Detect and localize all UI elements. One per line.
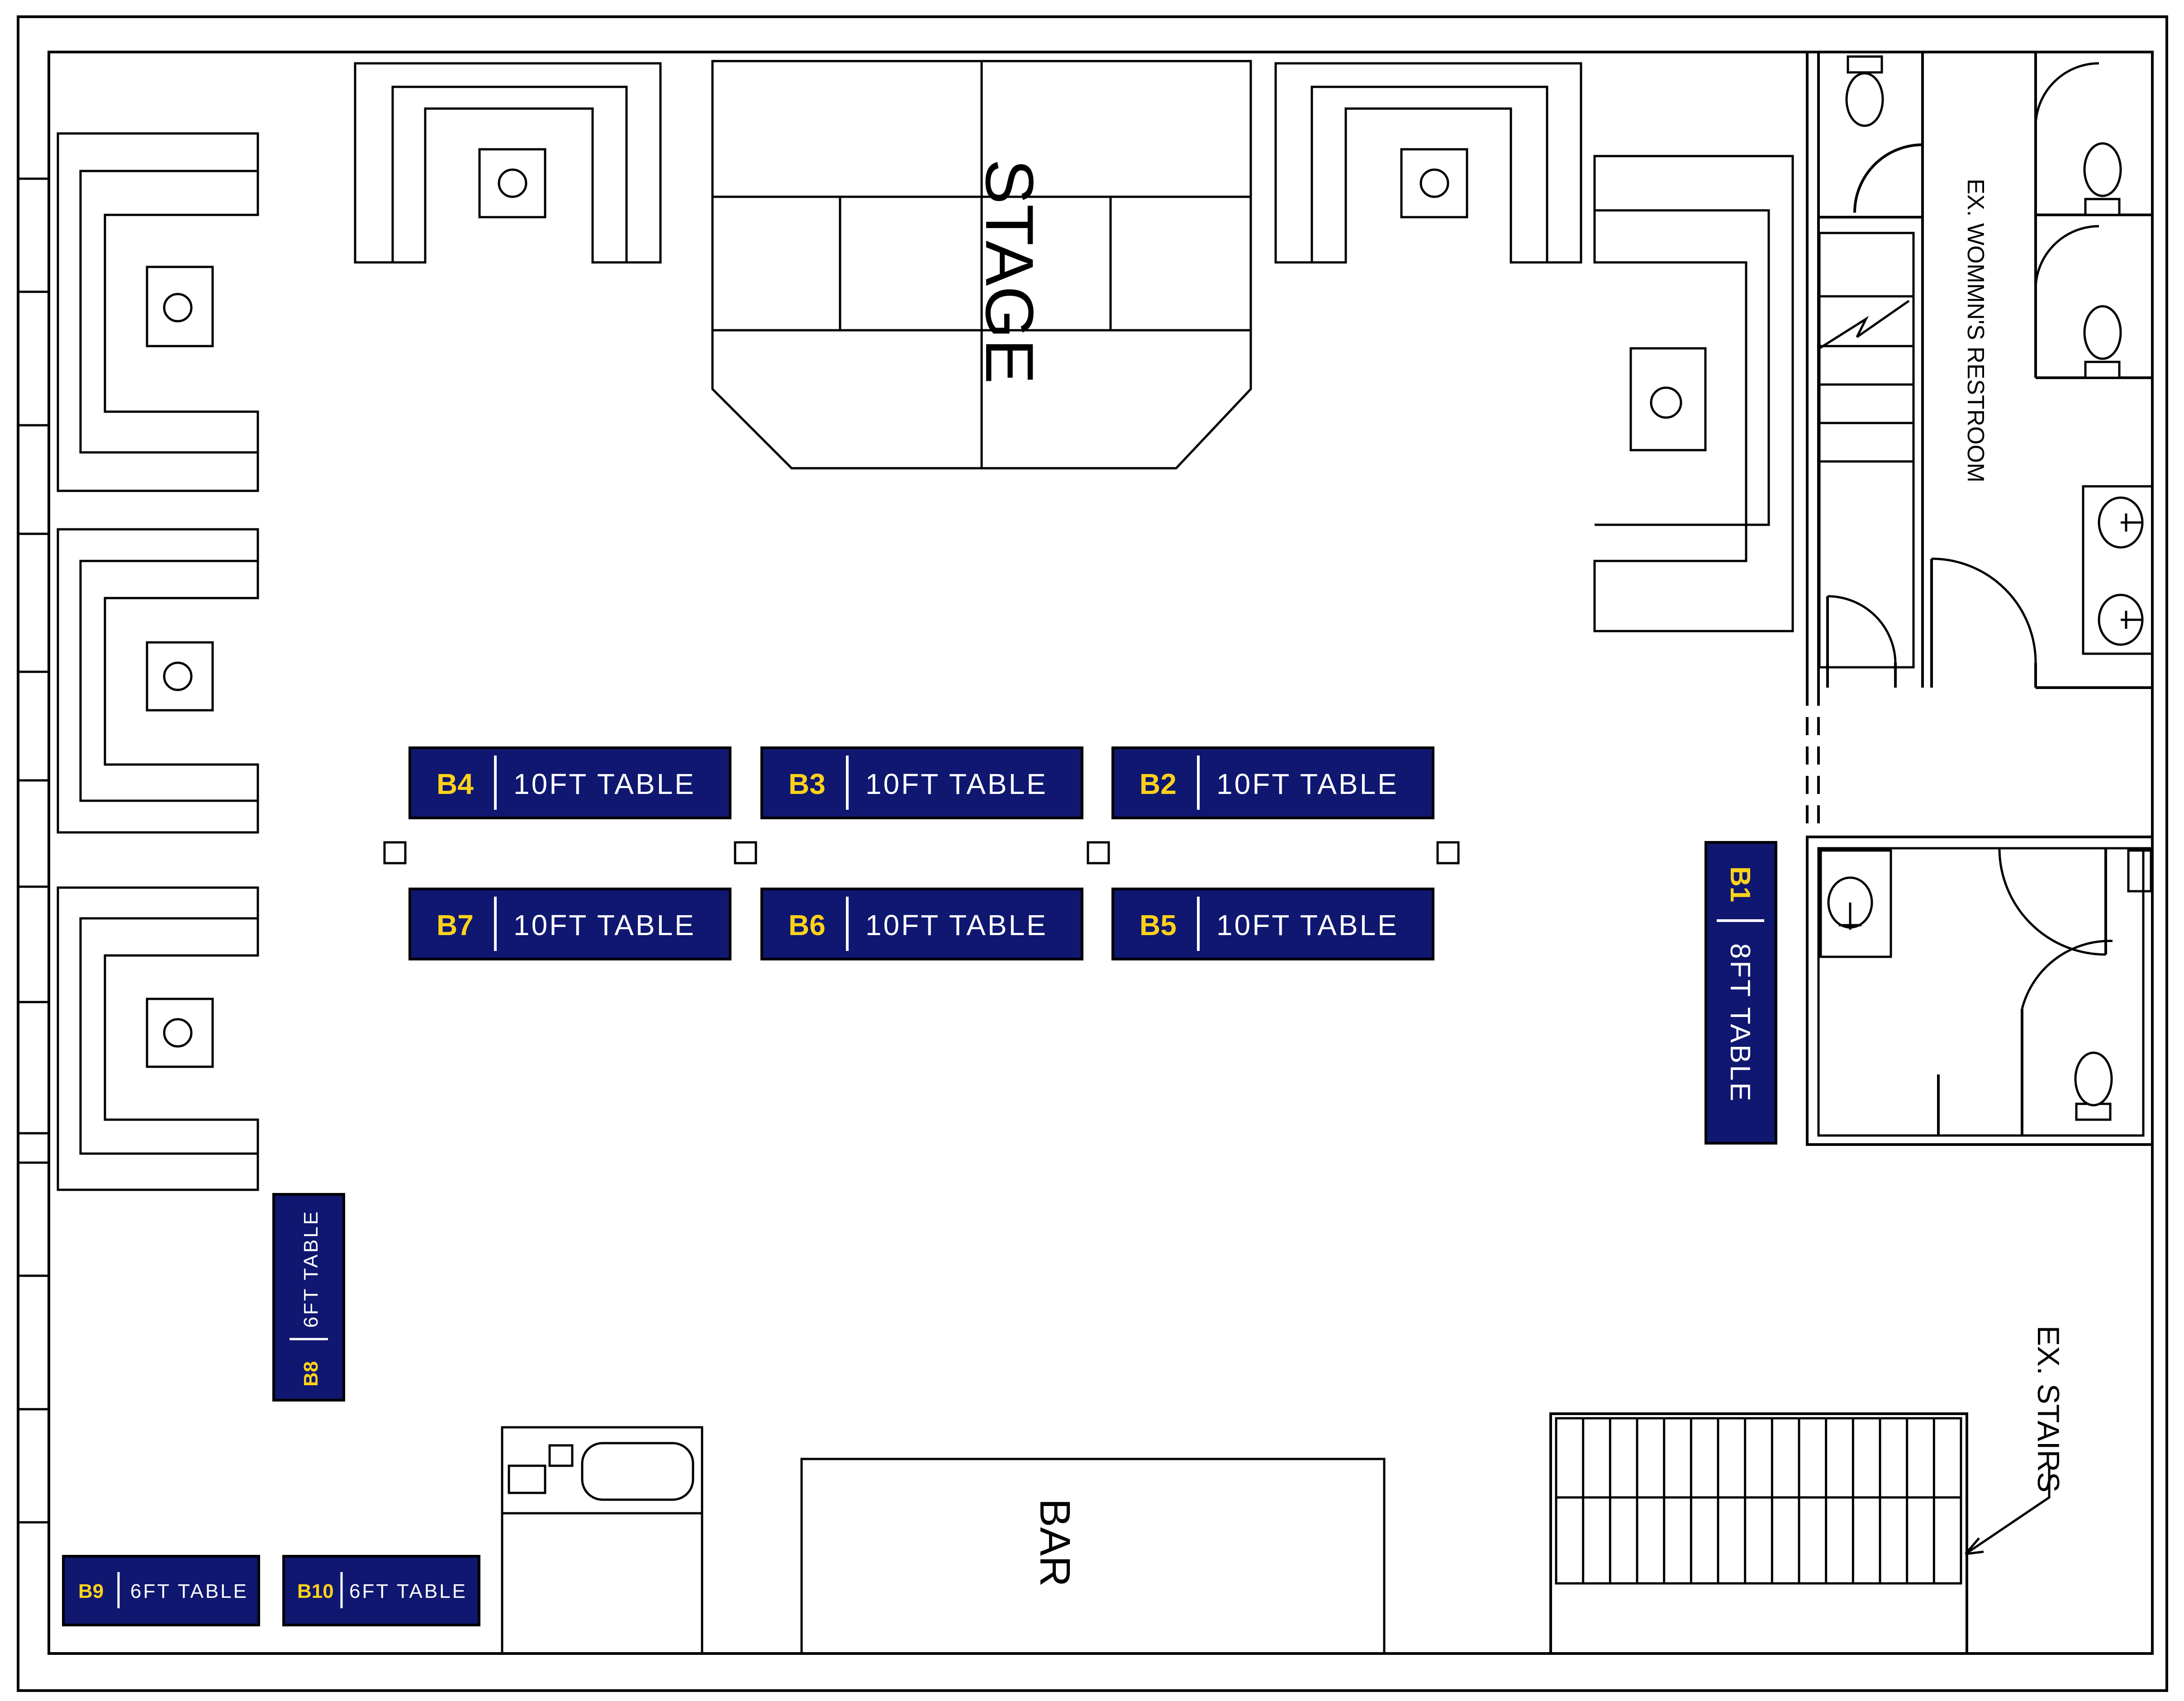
booth-b7[interactable]: B7 10FT TABLE: [408, 888, 731, 960]
booth-b1[interactable]: B1 8FT TABLE: [1704, 841, 1777, 1145]
window: [17, 532, 50, 782]
booth-id: B2: [1139, 768, 1177, 800]
table: [146, 998, 214, 1068]
booth-id: B9: [78, 1580, 104, 1602]
booth-b3[interactable]: B3 10FT TABLE: [760, 746, 1083, 819]
booth-id: B3: [788, 768, 826, 800]
booth-b4[interactable]: B4 10FT TABLE: [408, 746, 731, 819]
bar-counter: [800, 1458, 1386, 1655]
stairs-label: EX. STAIRS: [2031, 1326, 2065, 1492]
toilet-icon: [2074, 1051, 2113, 1121]
top-booth-right: [1274, 62, 1582, 264]
booth-desc: 10FT TABLE: [865, 909, 1048, 941]
booth-id: B8: [300, 1361, 322, 1387]
womens-restroom-label: EX. WOMMN'S RESTROOM: [1962, 179, 1989, 482]
booth-b8[interactable]: B8 6FT TABLE: [272, 1193, 345, 1402]
window: [17, 885, 50, 1135]
booth-id: B7: [437, 909, 474, 941]
booth-id: B4: [437, 768, 474, 800]
stair-treads: [1582, 1418, 1935, 1583]
left-booth-3: [57, 886, 259, 1191]
top-booth-seating: [354, 62, 1794, 632]
restroom-walls: [1806, 52, 2154, 689]
table: [146, 266, 214, 347]
booth-desc: 6FT TABLE: [349, 1580, 467, 1602]
booth-desc: 10FT TABLE: [513, 768, 696, 800]
booth-desc: 8FT TABLE: [1724, 943, 1756, 1103]
doorway: [1806, 688, 1820, 828]
toilet-icon: [1845, 55, 1884, 127]
booth-desc: 10FT TABLE: [1216, 768, 1399, 800]
window: [17, 177, 50, 427]
window: [17, 1161, 50, 1411]
interior-stairs: [1818, 232, 1915, 669]
table: [1629, 347, 1707, 451]
right-booth: [1593, 155, 1794, 632]
bar-area: BAR: [800, 1458, 1386, 1655]
stage: STAGE: [711, 60, 1252, 470]
booth-id: B5: [1139, 909, 1177, 941]
booth-b2[interactable]: B2 10FT TABLE: [1111, 746, 1434, 819]
bar-label: BAR: [1031, 1498, 1079, 1587]
table: [146, 641, 214, 712]
womens-fixtures: EX. WOMMN'S RESTROOM: [1845, 55, 2144, 646]
booth-b10[interactable]: B10 6FT TABLE: [282, 1555, 480, 1626]
booth-desc: 6FT TABLE: [130, 1580, 248, 1602]
booth-desc: 10FT TABLE: [1216, 909, 1399, 941]
lower-restroom: [1806, 836, 2154, 1146]
booth-b6[interactable]: B6 10FT TABLE: [760, 888, 1083, 960]
exit-stairs: EX. STAIRS: [1549, 1326, 2065, 1655]
toilet-icon: [2083, 142, 2122, 216]
booth-b5[interactable]: B5 10FT TABLE: [1111, 888, 1434, 960]
table: [1400, 148, 1468, 219]
sink-icon: [1827, 876, 1873, 930]
left-booth-1: [57, 132, 259, 492]
left-booth-seating: [57, 132, 259, 1191]
toilet-icon: [2083, 305, 2122, 379]
sink-icon: [2098, 594, 2144, 646]
posts: [383, 841, 1460, 865]
outer-wall: [17, 15, 2168, 1692]
left-windows: [17, 177, 50, 1524]
booth-id: B6: [788, 909, 826, 941]
top-booth-left: [354, 62, 662, 264]
sink-counter: [501, 1426, 703, 1655]
booth-desc: 10FT TABLE: [865, 768, 1048, 800]
sink-icon: [2098, 496, 2144, 549]
booth-desc: 10FT TABLE: [513, 909, 696, 941]
left-booth-2: [57, 528, 259, 834]
building-walls: [17, 15, 2168, 1692]
booth-id: B1: [1724, 866, 1756, 902]
table: [478, 148, 546, 219]
booth-id: B10: [297, 1580, 334, 1602]
booth-tables: B4 10FT TABLE B3 10FT TABLE B2 10FT TABL…: [62, 746, 1777, 1626]
window: [17, 1408, 50, 1524]
stage-label: STAGE: [972, 159, 1048, 384]
booth-b9[interactable]: B9 6FT TABLE: [62, 1555, 260, 1626]
booth-desc: 6FT TABLE: [300, 1210, 322, 1328]
